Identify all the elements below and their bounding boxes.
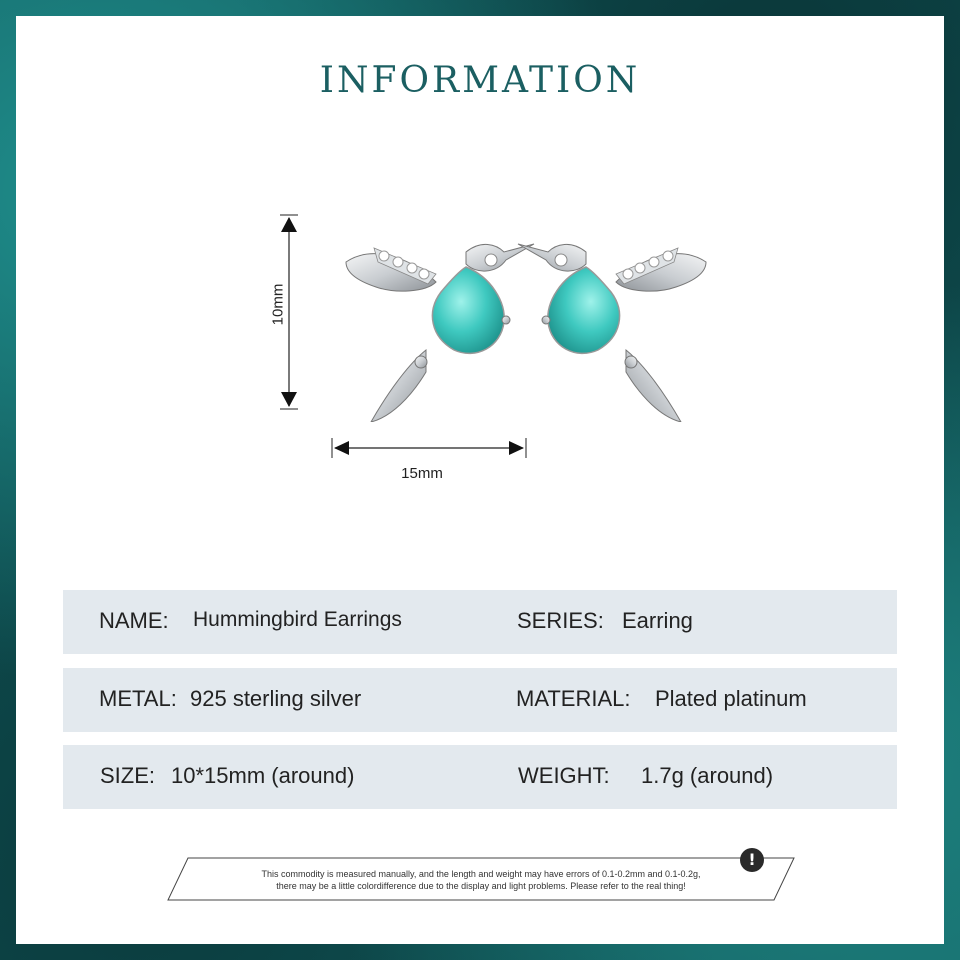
warning-icon: ! (740, 848, 764, 872)
disclaimer-line-1: This commodity is measured manually, and… (261, 869, 701, 879)
name-label: NAME: (99, 608, 169, 633)
spec-row-name-series: NAME: Hummingbird Earrings SERIES: Earri… (63, 590, 897, 654)
left-earring (345, 243, 535, 422)
info-card: INFORMATION 10mm 15mm (16, 16, 944, 944)
disclaimer-frame (167, 857, 795, 901)
material-value: Plated platinum (655, 686, 807, 711)
hummingbird-earrings-image (345, 243, 707, 422)
size-value: 10*15mm (around) (171, 763, 355, 788)
spec-row-size-weight: SIZE: 10*15mm (around) WEIGHT: 1.7g (aro… (63, 745, 897, 809)
height-dimension-label: 10mm (269, 283, 287, 326)
disclaimer-box: This commodity is measured manually, and… (166, 856, 796, 902)
weight-label: WEIGHT: (518, 763, 610, 788)
page-title: INFORMATION (319, 60, 641, 101)
width-dimension-arrow (331, 438, 527, 458)
right-earring (517, 243, 707, 422)
disclaimer-text: This commodity is measured manually, and… (166, 868, 796, 892)
weight-value: 1.7g (around) (641, 763, 774, 788)
width-dimension-label: 15mm (401, 465, 443, 482)
material-label: MATERIAL: (516, 686, 631, 711)
height-dimension-arrow (280, 214, 298, 410)
metal-value: 925 sterling silver (190, 686, 362, 711)
series-value: Earring (622, 608, 693, 633)
metal-label: METAL: (99, 686, 177, 711)
series-label: SERIES: (517, 608, 604, 633)
name-value: Hummingbird Earrings (193, 608, 402, 631)
disclaimer-line-2: there may be a little colordifference du… (276, 881, 686, 891)
size-label: SIZE: (100, 763, 156, 788)
spec-row-metal-material: METAL: 925 sterling silver MATERIAL: Pla… (63, 668, 897, 732)
